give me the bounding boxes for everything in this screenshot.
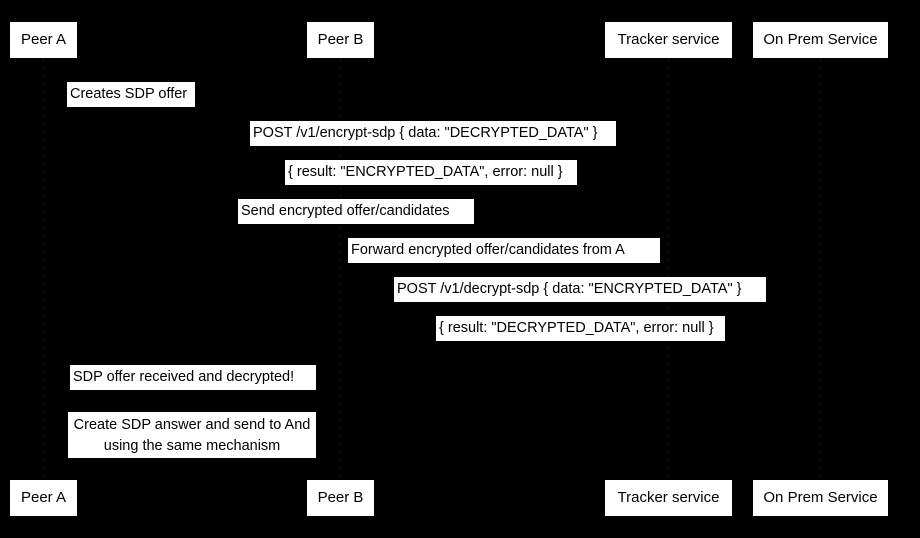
participant-label: Peer B <box>317 31 364 48</box>
message-label-sdp-offer-received: SDP offer received and decrypted! <box>70 365 316 390</box>
participant-footer-tracker-service[interactable]: Tracker service <box>605 480 732 516</box>
participant-label: Peer A <box>20 31 67 48</box>
lifeline-tracker-service <box>668 58 669 480</box>
participant-label: Peer A <box>20 489 67 506</box>
message-label-post-decrypt-sdp: POST /v1/decrypt-sdp { data: "ENCRYPTED_… <box>394 277 766 302</box>
participant-header-on-prem-service[interactable]: On Prem Service <box>753 22 888 58</box>
message-label-forward-encrypted-offer: Forward encrypted offer/candidates from … <box>348 238 660 263</box>
lifeline-peer-a <box>43 58 44 480</box>
participant-label: Tracker service <box>617 489 720 506</box>
message-label-send-encrypted-offer: Send encrypted offer/candidates <box>238 199 474 224</box>
participant-header-peer-a[interactable]: Peer A <box>10 22 77 58</box>
lifeline-peer-b <box>340 58 341 480</box>
participant-label: On Prem Service <box>763 31 878 48</box>
participant-label: On Prem Service <box>763 489 878 506</box>
message-label-encrypted-result: { result: "ENCRYPTED_DATA", error: null … <box>285 160 577 185</box>
participant-footer-peer-b[interactable]: Peer B <box>307 480 374 516</box>
participant-footer-on-prem-service[interactable]: On Prem Service <box>753 480 888 516</box>
participant-label: Peer B <box>317 489 364 506</box>
participant-header-tracker-service[interactable]: Tracker service <box>605 22 732 58</box>
lifeline-on-prem-service <box>820 58 821 480</box>
participant-label: Tracker service <box>617 31 720 48</box>
participant-header-peer-b[interactable]: Peer B <box>307 22 374 58</box>
message-label-post-encrypt-sdp: POST /v1/encrypt-sdp { data: "DECRYPTED_… <box>250 121 616 146</box>
participant-footer-peer-a[interactable]: Peer A <box>10 480 77 516</box>
message-label-create-sdp-answer: Create SDP answer and send to And using … <box>68 412 316 458</box>
message-label-creates-sdp-offer: Creates SDP offer <box>67 82 195 107</box>
message-label-decrypted-result: { result: "DECRYPTED_DATA", error: null … <box>436 316 725 341</box>
